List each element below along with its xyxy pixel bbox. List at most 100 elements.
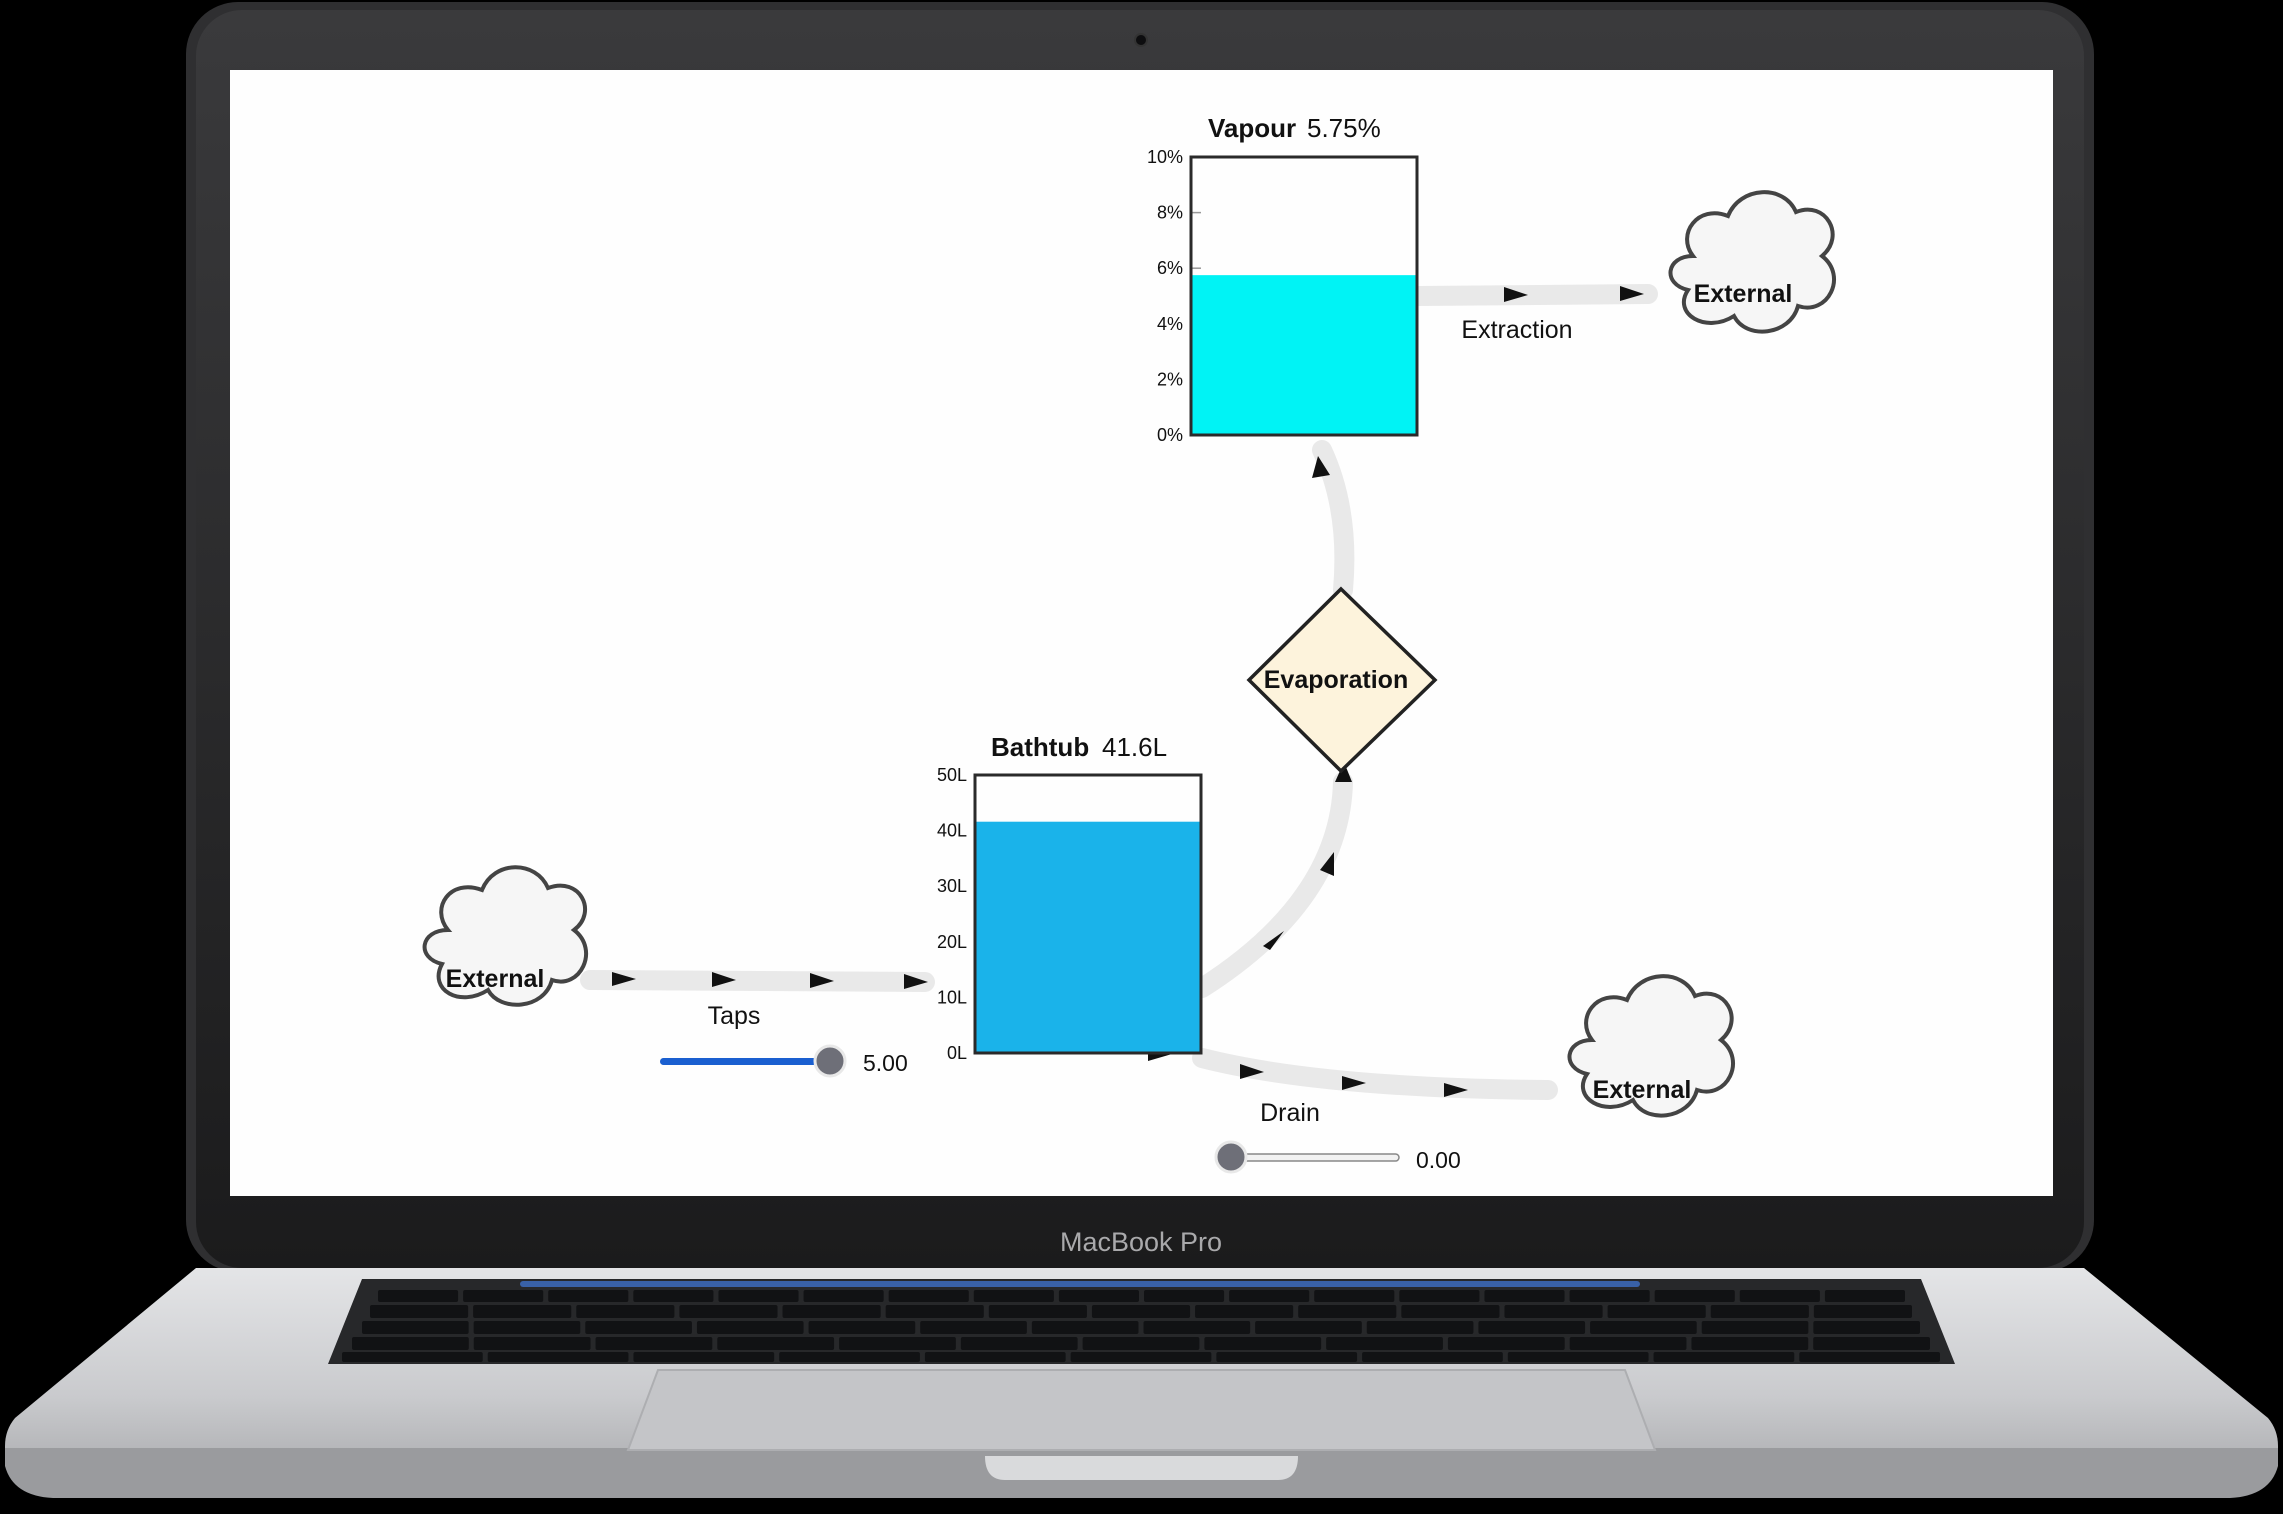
taps-pipe bbox=[580, 970, 935, 992]
bathtub-stock-value: 41.6L bbox=[1102, 732, 1167, 762]
vapour-tick-label: 10% bbox=[1147, 147, 1183, 167]
keycap bbox=[1195, 1305, 1294, 1318]
keycap bbox=[1799, 1352, 1940, 1362]
evaporation-inflow-pipe bbox=[1192, 772, 1353, 998]
keycap bbox=[473, 1321, 581, 1334]
flow-arrow-icon bbox=[1342, 1076, 1366, 1090]
keycap bbox=[1824, 1290, 1905, 1302]
keycap bbox=[1607, 1305, 1706, 1318]
trackpad bbox=[626, 1369, 1657, 1451]
keyboard-keys bbox=[342, 1290, 1940, 1362]
keycap bbox=[1216, 1352, 1358, 1362]
keycap bbox=[1701, 1321, 1809, 1334]
keycap bbox=[378, 1290, 459, 1302]
keycap bbox=[1739, 1290, 1820, 1302]
keycap bbox=[1401, 1305, 1500, 1318]
flow-arrow-icon bbox=[1620, 286, 1644, 301]
extraction-pipe bbox=[1408, 284, 1658, 306]
keycap bbox=[1058, 1290, 1139, 1302]
keycap bbox=[487, 1352, 629, 1362]
keycap bbox=[1031, 1321, 1139, 1334]
keycap bbox=[1229, 1290, 1310, 1302]
camera-dot-icon bbox=[1134, 33, 1148, 47]
keycap bbox=[1255, 1321, 1362, 1334]
slider-knob-icon[interactable] bbox=[1214, 1140, 1248, 1174]
bathtub-tick-label: 0L bbox=[947, 1043, 967, 1063]
evaporation-diamond[interactable] bbox=[1246, 586, 1438, 774]
taps-value: 5.00 bbox=[863, 1050, 908, 1076]
keycap bbox=[1478, 1321, 1586, 1334]
keycap bbox=[585, 1321, 692, 1334]
flow-arrow-icon bbox=[1320, 852, 1334, 876]
taps-label: Taps bbox=[708, 1002, 761, 1030]
evaporation-label: Evaporation bbox=[1264, 666, 1408, 694]
brand-label: MacBook Pro bbox=[1060, 1227, 1222, 1257]
evaporation-node[interactable]: Evaporation bbox=[1246, 586, 1438, 774]
vapour-tank-outline bbox=[1189, 155, 1419, 437]
keycap bbox=[370, 1305, 469, 1318]
keycap bbox=[839, 1337, 956, 1350]
taps-slider[interactable] bbox=[660, 1044, 847, 1078]
keycap bbox=[473, 1305, 572, 1318]
keycap bbox=[362, 1321, 469, 1334]
keycap bbox=[1710, 1305, 1809, 1318]
vapour-stock-name: Vapour bbox=[1208, 113, 1296, 143]
flow-arrow-icon bbox=[1504, 287, 1528, 302]
keycap bbox=[1507, 1352, 1649, 1362]
keycap bbox=[576, 1305, 675, 1318]
keycap bbox=[1204, 1337, 1322, 1350]
keycap bbox=[779, 1352, 920, 1362]
flow-arrow-icon bbox=[712, 972, 736, 987]
vapour-tick-label: 8% bbox=[1157, 203, 1183, 223]
keycap bbox=[1144, 1290, 1225, 1302]
slider-knob-icon[interactable] bbox=[813, 1044, 847, 1078]
keycap bbox=[718, 1290, 799, 1302]
external-label: External bbox=[1593, 1076, 1692, 1104]
keycap bbox=[1082, 1337, 1200, 1350]
keycap bbox=[1653, 1352, 1795, 1362]
keycap bbox=[920, 1321, 1027, 1334]
vapour-level-fill bbox=[1191, 275, 1417, 435]
keycap bbox=[352, 1337, 469, 1350]
keycap bbox=[342, 1352, 483, 1362]
keycap bbox=[696, 1321, 804, 1334]
keycap bbox=[1813, 1321, 1920, 1334]
bathtub-level-fill bbox=[975, 821, 1201, 1053]
keycap bbox=[1314, 1290, 1395, 1302]
external-cloud-left: External bbox=[422, 865, 588, 1007]
bathtub-tick-label: 50L bbox=[937, 765, 967, 785]
keycap bbox=[1569, 1290, 1650, 1302]
keycap bbox=[924, 1352, 1066, 1362]
flow-arrow-icon bbox=[810, 973, 834, 988]
keycap bbox=[782, 1305, 881, 1318]
bathtub-tick-label: 20L bbox=[937, 932, 967, 952]
external-label: External bbox=[446, 965, 545, 993]
keycap bbox=[1298, 1305, 1397, 1318]
extraction-arrows bbox=[1504, 286, 1644, 302]
drain-slider[interactable] bbox=[1214, 1140, 1400, 1174]
keycap bbox=[1399, 1290, 1480, 1302]
flow-arrow-icon bbox=[1240, 1064, 1264, 1079]
vapour-stock-value: 5.75% bbox=[1307, 113, 1381, 143]
keycap bbox=[1366, 1321, 1474, 1334]
cloud-icon bbox=[1567, 974, 1735, 1118]
flow-arrow-icon bbox=[1444, 1083, 1468, 1097]
vapour-tick-label: 6% bbox=[1157, 258, 1183, 278]
drain-value: 0.00 bbox=[1416, 1147, 1461, 1173]
keycap bbox=[633, 1290, 714, 1302]
cloud-icon bbox=[1668, 190, 1836, 334]
cloud-icon bbox=[422, 865, 588, 1007]
drain-slider-track[interactable] bbox=[1230, 1153, 1400, 1162]
vapour-tick-label: 4% bbox=[1157, 314, 1183, 334]
keycap bbox=[1654, 1290, 1735, 1302]
keycap bbox=[1691, 1337, 1809, 1350]
vapour-tick-label: 0% bbox=[1157, 425, 1183, 445]
flow-arrow-icon bbox=[1263, 931, 1284, 950]
keycap bbox=[1590, 1321, 1697, 1334]
evaporation-outflow-pipe bbox=[1312, 440, 1355, 600]
keycap bbox=[1813, 1305, 1912, 1318]
keycap bbox=[960, 1337, 1078, 1350]
bathtub-tank-outline bbox=[973, 773, 1203, 1055]
